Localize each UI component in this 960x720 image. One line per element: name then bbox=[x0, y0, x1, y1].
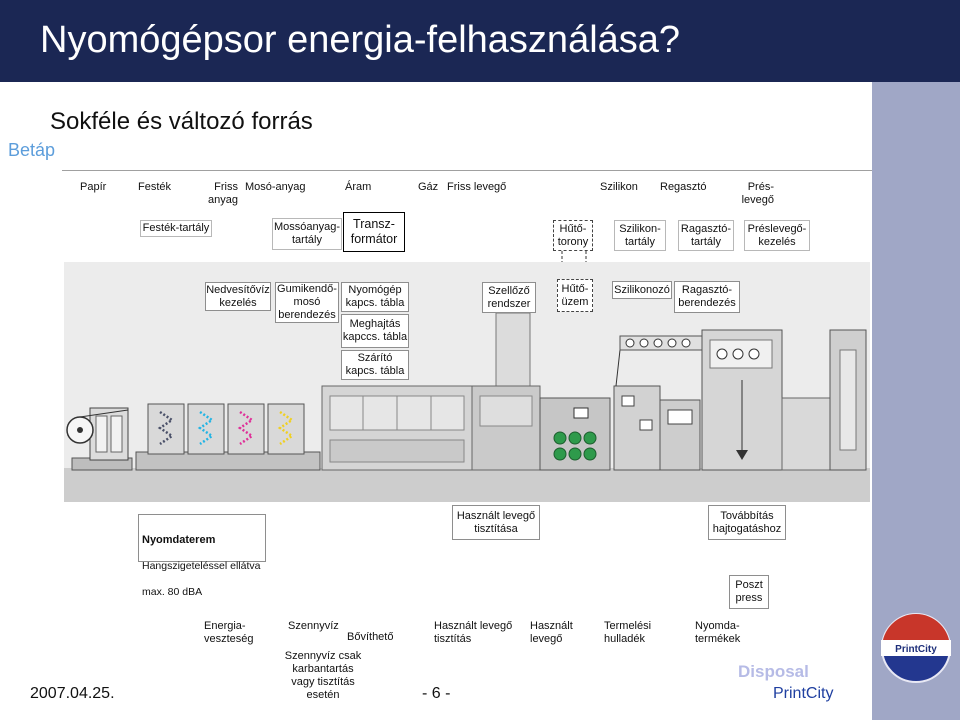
chill-roller bbox=[568, 447, 582, 461]
press-control-panel-box: Nyomógép kapcs. tábla bbox=[341, 282, 409, 312]
transformer-box: Transz- formátor bbox=[343, 212, 405, 252]
chill-roller bbox=[553, 447, 567, 461]
ventilation-system-box: Szellőző rendszer bbox=[482, 282, 536, 313]
section-label-input: Betáp bbox=[8, 140, 56, 160]
dryer bbox=[321, 385, 473, 471]
logo-wordmark: PrintCity bbox=[895, 644, 937, 655]
folder-superstructure bbox=[619, 329, 783, 471]
siliconizer-box: Szilikonozó bbox=[612, 281, 672, 299]
input-fresh-material: Friss anyag bbox=[208, 181, 238, 206]
glue-tank-box: Ragasztó- tartály bbox=[678, 220, 734, 251]
output-wastewater: Szennyvíz bbox=[288, 620, 339, 632]
dampening-water-treatment-box: Nedvesítővíz kezelés bbox=[205, 282, 271, 311]
divider-line bbox=[62, 170, 872, 171]
chill-roller bbox=[583, 431, 597, 445]
slide-title: Nyomógépsor energia-felhasználása? bbox=[40, 19, 681, 61]
exhaust-air-cleaning-box: Használt levegő tisztítása bbox=[452, 505, 540, 540]
ventilation-system bbox=[471, 312, 541, 471]
input-paper: Papír bbox=[80, 181, 107, 193]
washing-agent-tank-box: Mossóanyag- tartály bbox=[272, 218, 342, 250]
output-printed-products: Nyomda- termékek bbox=[695, 620, 741, 645]
drive-control-panel-box: Meghajtás kapccs. tábla bbox=[341, 314, 409, 348]
blanket-washer-box: Gumikendő- mosó berendezés bbox=[275, 282, 339, 323]
output-production-waste: Termelési hulladék bbox=[604, 620, 652, 645]
glue-unit-box: Ragasztó- berendezés bbox=[674, 281, 740, 313]
footer-date: 2007.04.25. bbox=[30, 685, 115, 702]
input-electricity: Áram bbox=[345, 181, 372, 193]
footer-brand: PrintCity bbox=[773, 685, 834, 702]
input-ink: Festék bbox=[138, 181, 172, 193]
ink-path-unit-2 bbox=[197, 410, 215, 446]
pressroom-insulation: Hangszigeteléssel ellátva bbox=[142, 560, 261, 572]
reel-stand bbox=[66, 407, 133, 471]
printcity-logo-icon: PrintCity bbox=[881, 613, 951, 683]
chill-unit bbox=[539, 397, 611, 471]
input-silicone: Szilikon bbox=[600, 181, 638, 193]
post-press-box: Poszt press bbox=[729, 575, 769, 609]
input-glue: Regasztó bbox=[660, 181, 707, 193]
output-exhaust-air-cleaning: Használt levegő tisztítás bbox=[434, 620, 513, 645]
dryer-control-panel-box: Szárító kapcs. tábla bbox=[341, 350, 409, 380]
cooling-tower-box: Hűtő- torony bbox=[553, 220, 593, 251]
silicone-tank-box: Szilikon- tartály bbox=[614, 220, 666, 251]
ink-path-unit-3 bbox=[237, 410, 255, 446]
printing-units bbox=[135, 403, 321, 471]
ink-tank-box: Festék-tartály bbox=[140, 220, 212, 237]
footer-disposal-label: Disposal bbox=[738, 662, 809, 681]
ink-path-unit-1 bbox=[157, 410, 175, 446]
chill-roller bbox=[568, 431, 582, 445]
chill-roller bbox=[553, 431, 567, 445]
chill-roller bbox=[583, 447, 597, 461]
slide-subtitle: Sokféle és változó forrás bbox=[50, 108, 313, 135]
pressroom-box: Nyomdaterem Hangszigeteléssel ellátva ma… bbox=[138, 514, 266, 598]
output-used-air: Használt levegő bbox=[530, 620, 573, 645]
wastewater-note: Szennyvíz csak karbantartás vagy tisztít… bbox=[284, 650, 362, 701]
title-bar: Nyomógépsor energia-felhasználása? bbox=[0, 0, 960, 82]
pressroom-title: Nyomdaterem bbox=[142, 534, 216, 546]
input-fresh-air: Friss levegő bbox=[447, 181, 507, 193]
footer-page-number: - 6 - bbox=[422, 685, 451, 702]
compressed-air-treatment-box: Préslevegő- kezelés bbox=[744, 220, 810, 251]
delivery-section bbox=[781, 329, 867, 471]
input-washing-agent: Mosó-anyag bbox=[245, 181, 306, 193]
output-expandable: Bővíthető bbox=[347, 631, 394, 643]
pressroom-noise-limit: max. 80 dBA bbox=[142, 586, 203, 598]
input-gas: Gáz bbox=[418, 181, 439, 193]
forwarding-to-folding-box: Továbbítás hajtogatáshoz bbox=[708, 505, 786, 540]
cooling-plant-box: Hűtő- üzem bbox=[557, 279, 593, 312]
output-energy-loss: Energia- veszteség bbox=[204, 620, 254, 645]
ink-path-unit-4 bbox=[277, 410, 295, 446]
input-compressed-air: Prés- levegő bbox=[741, 181, 774, 206]
